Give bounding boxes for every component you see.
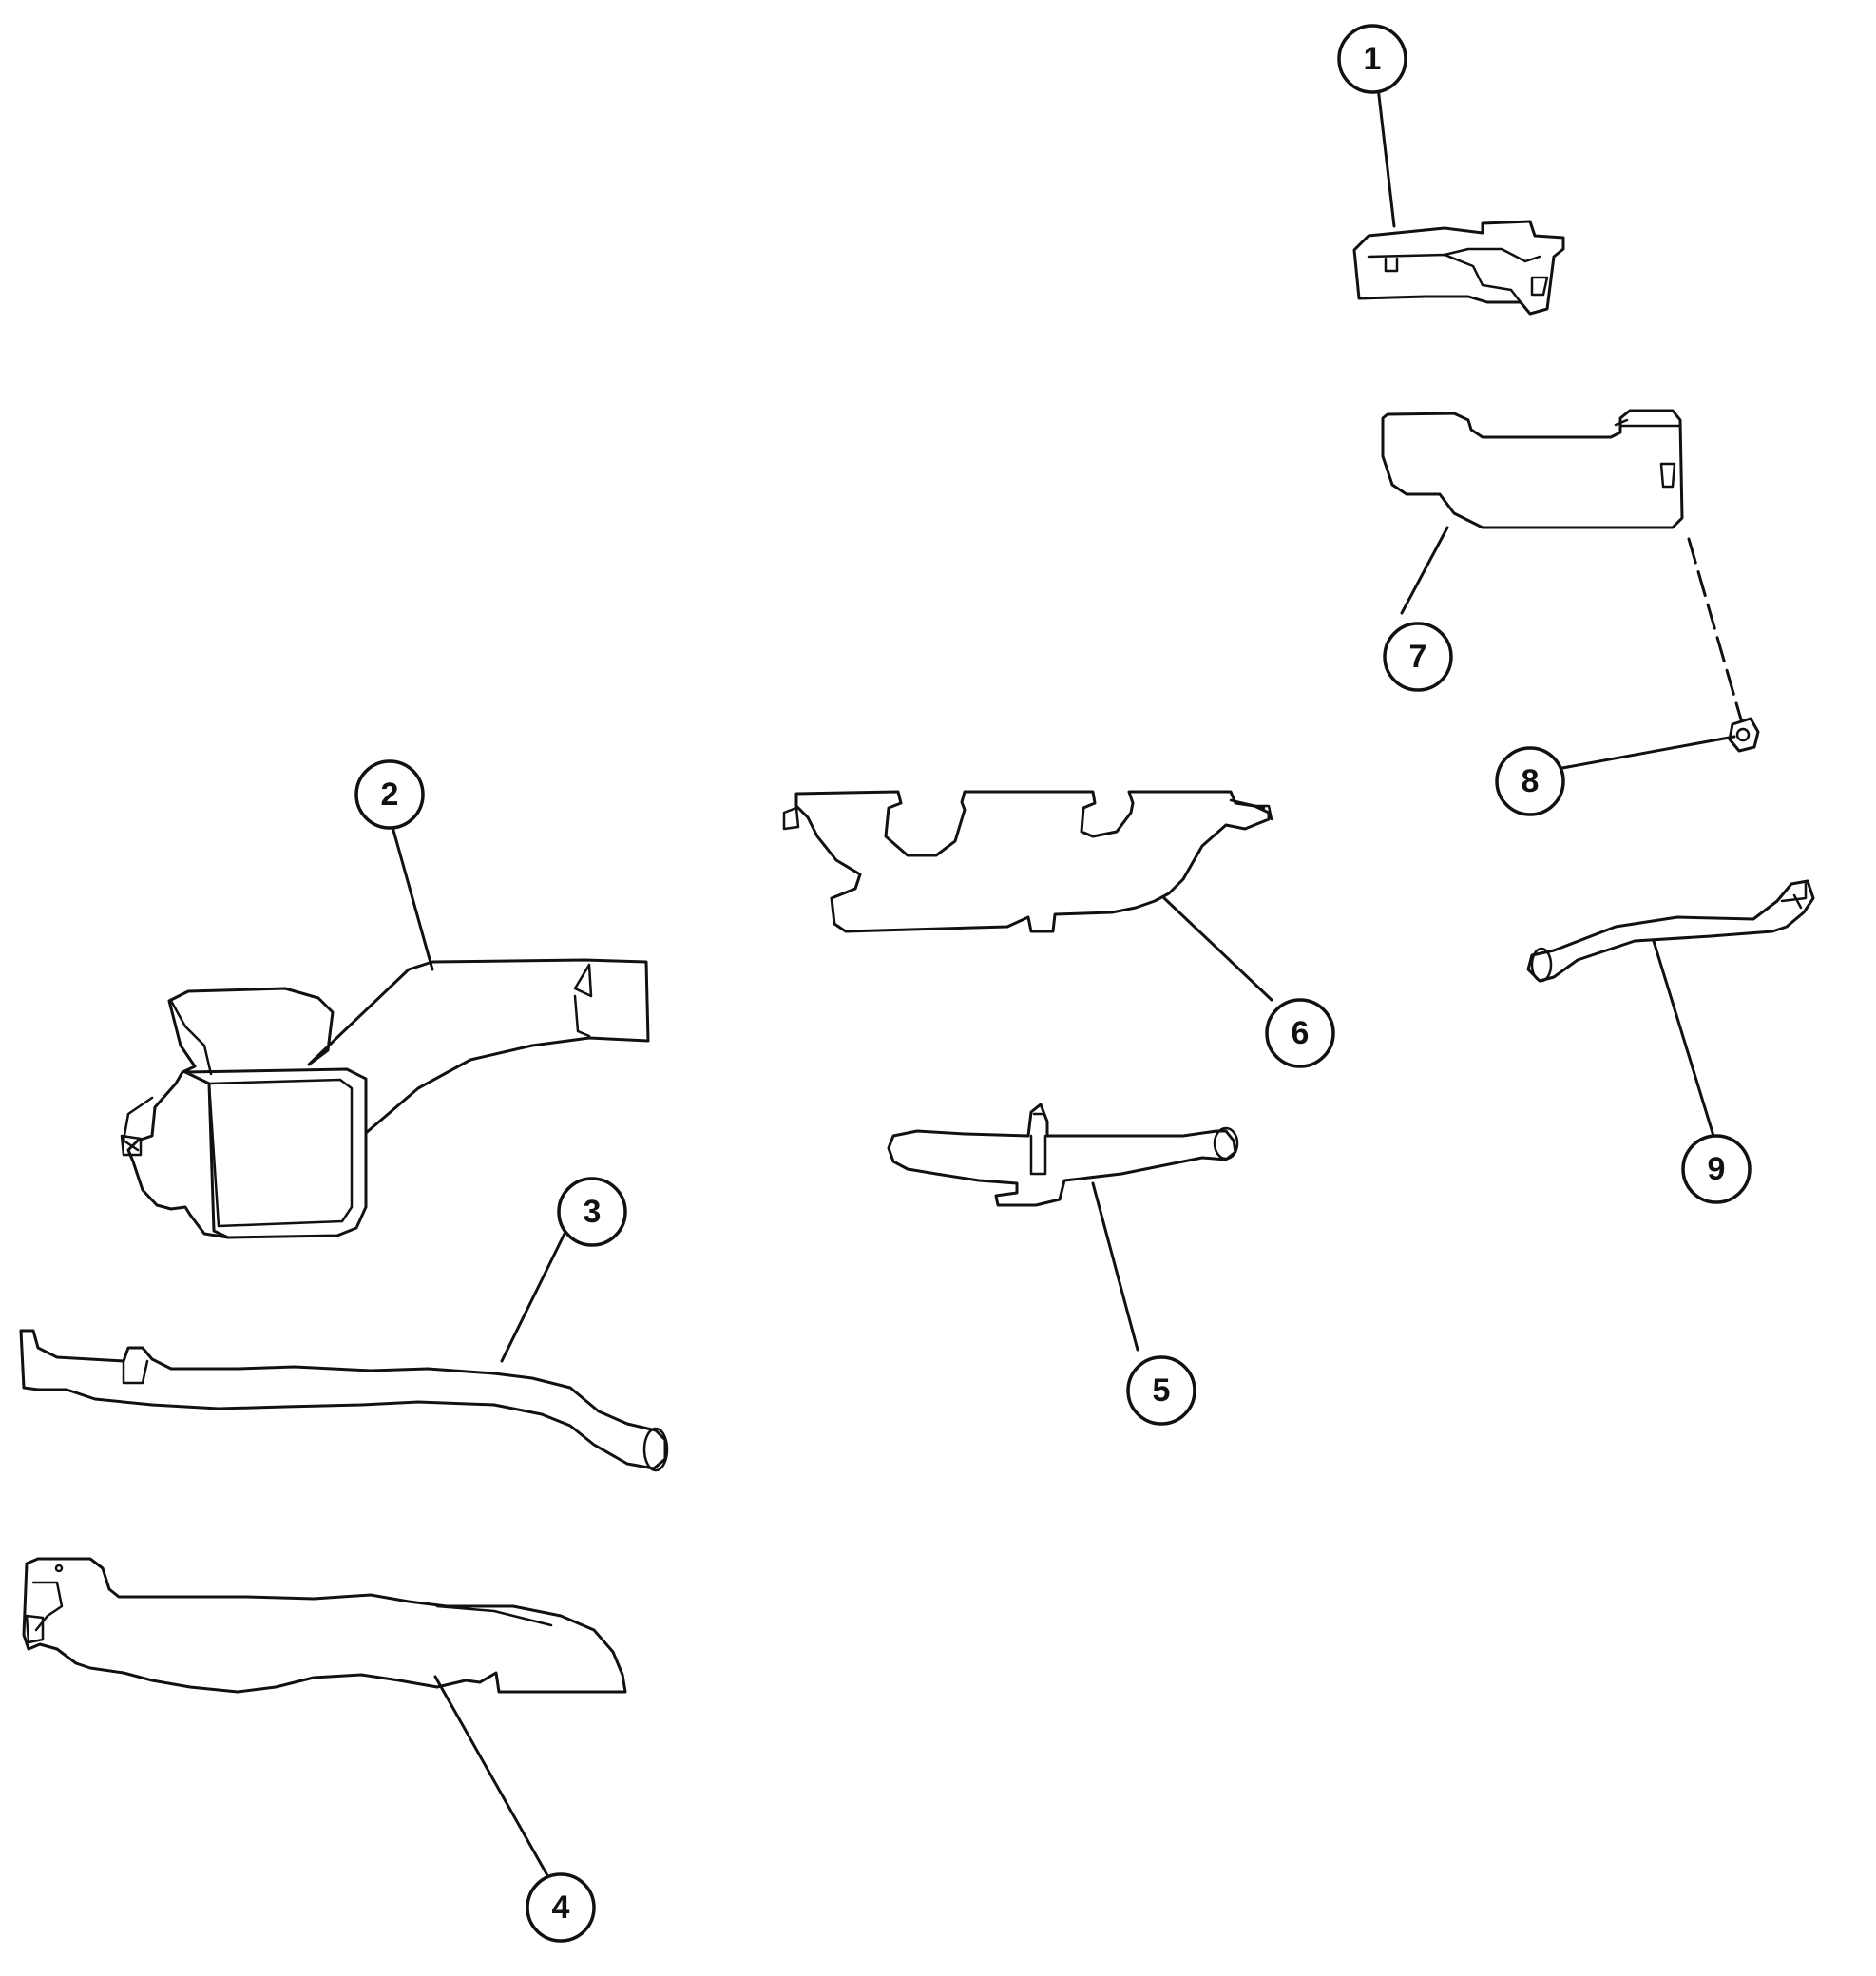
callout-6: 6 [1265, 998, 1335, 1068]
callout-3: 3 [557, 1177, 627, 1247]
callout-3-number: 3 [584, 1194, 602, 1230]
callout-9: 9 [1681, 1134, 1752, 1204]
leader-4 [433, 1675, 550, 1879]
callout-2: 2 [354, 759, 425, 830]
leader-2 [391, 825, 434, 971]
callout-4: 4 [526, 1872, 596, 1943]
part-6-manifold-duct [782, 790, 1273, 933]
part-8-fastener [1728, 717, 1760, 753]
leader-lines [391, 86, 1736, 1879]
callout-1: 1 [1337, 24, 1407, 94]
leader-5 [1091, 1181, 1139, 1352]
part-8-install-line [1687, 537, 1743, 721]
part-9-tube [1526, 879, 1815, 983]
callout-8-number: 8 [1522, 763, 1540, 799]
callout-5-number: 5 [1153, 1372, 1171, 1409]
leader-1 [1376, 86, 1396, 228]
callout-4-number: 4 [552, 1890, 570, 1926]
callout-7: 7 [1383, 622, 1453, 692]
callout-2-number: 2 [381, 777, 399, 813]
leader-7 [1400, 526, 1449, 615]
callout-1-number: 1 [1364, 41, 1382, 77]
leader-8 [1560, 735, 1736, 770]
part-5-tube-bracket [887, 1103, 1239, 1207]
part-4-lower-duct [22, 1557, 627, 1694]
leader-9 [1652, 939, 1715, 1138]
part-1-bracket [1352, 220, 1565, 316]
part-2-air-duct-assembly [120, 958, 650, 1239]
callout-8: 8 [1495, 746, 1565, 816]
callout-5: 5 [1126, 1355, 1196, 1426]
part-3-long-duct [19, 1329, 669, 1472]
leader-3 [500, 1232, 566, 1363]
part-7-duct-housing [1381, 409, 1684, 529]
leader-6 [1162, 896, 1273, 1002]
callout-9-number: 9 [1708, 1151, 1726, 1187]
callout-7-number: 7 [1409, 639, 1427, 675]
callout-6-number: 6 [1292, 1015, 1310, 1051]
